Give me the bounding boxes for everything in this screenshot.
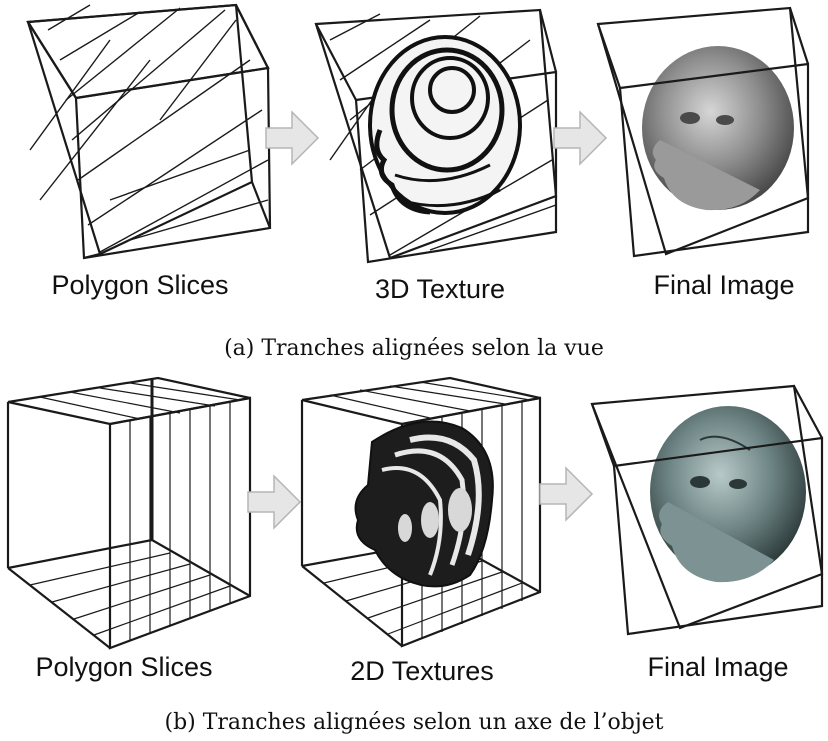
view-aligned-slice-cube <box>28 5 270 258</box>
stage-label-2d-textures: 2D Textures <box>350 656 494 687</box>
arrow-right-icon <box>540 468 592 520</box>
object-aligned-slice-cube <box>8 378 250 648</box>
arrow-right-icon <box>248 476 300 528</box>
final-image-cube <box>598 8 808 256</box>
stage-label-polygon-slices: Polygon Slices <box>51 270 228 301</box>
stage-label-3d-texture: 3D Texture <box>375 274 505 305</box>
head-slice-texture <box>370 37 520 213</box>
arrow-right-icon <box>266 112 318 164</box>
caption-a: (a) Tranches alignées selon la vue <box>0 336 828 361</box>
final-image-cube <box>592 386 822 634</box>
panel-view-aligned: Polygon Slices 3D Texture Final Image (a… <box>0 0 828 370</box>
head-slice-stack <box>356 422 493 587</box>
stage-label-final-image: Final Image <box>647 652 788 683</box>
panel-a-figure <box>0 0 828 370</box>
panel-object-aligned: Polygon Slices 2D Textures Final Image (… <box>0 370 828 740</box>
stage-label-final-image: Final Image <box>653 270 794 301</box>
caption-b: (b) Tranches alignées selon un axe de l’… <box>0 710 828 735</box>
arrow-right-icon <box>554 112 606 164</box>
stage-label-polygon-slices: Polygon Slices <box>35 652 212 683</box>
